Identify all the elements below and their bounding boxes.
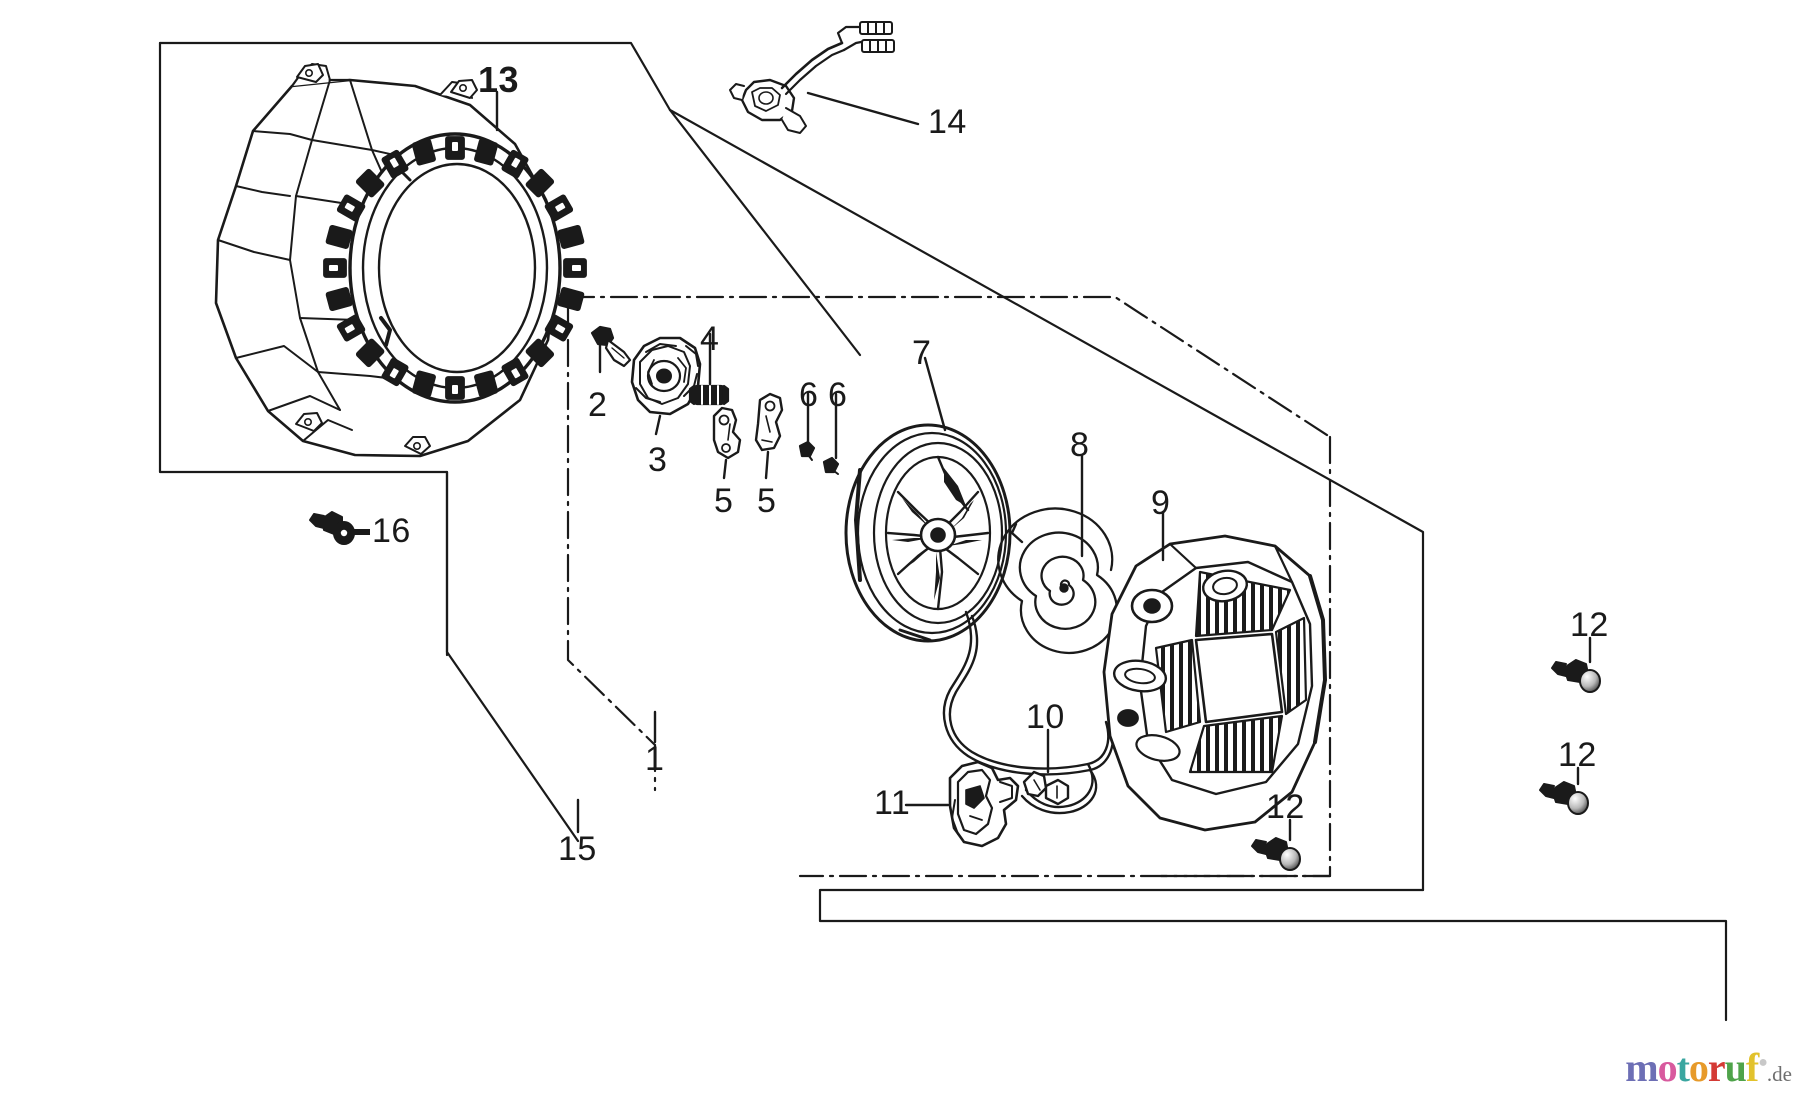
callout-16: 16 xyxy=(372,512,411,550)
watermark-letter-u: u xyxy=(1724,1045,1747,1090)
part-8-recoil-spring xyxy=(997,507,1119,655)
callout-12-c: 12 xyxy=(1266,788,1305,826)
callout-14: 14 xyxy=(928,103,967,141)
part-12-bolt-a xyxy=(1551,659,1601,693)
part-5-pawl-a xyxy=(712,406,742,460)
leader-3 xyxy=(654,414,662,436)
watermark-letter-o2: o xyxy=(1688,1045,1709,1090)
group-boundary-15-outer xyxy=(668,108,1728,1022)
watermark-letter-o1: o xyxy=(1657,1045,1678,1090)
callout-12-b: 12 xyxy=(1558,736,1597,774)
callout-3: 3 xyxy=(648,441,668,479)
leader-7 xyxy=(923,356,947,432)
part-5-pawl-b xyxy=(754,392,784,452)
callout-8: 8 xyxy=(1070,426,1090,464)
part-14-sensor-lead xyxy=(729,21,895,134)
watermark-letter-r: r xyxy=(1707,1045,1726,1090)
callout-15: 15 xyxy=(558,830,597,868)
part-4-bushing xyxy=(688,384,730,406)
leader-14 xyxy=(806,91,920,126)
fan-cover-ring xyxy=(323,132,587,404)
callout-5-b: 5 xyxy=(757,482,777,520)
watermark-letter-t: t xyxy=(1676,1045,1690,1090)
watermark-tld: .de xyxy=(1766,1062,1792,1086)
watermark-accent-dot: ● xyxy=(1758,1054,1768,1071)
part-11-starter-grip xyxy=(948,760,1020,848)
starter-rope xyxy=(942,610,1115,815)
callout-13: 13 xyxy=(478,59,520,100)
part-6-spring-a xyxy=(798,440,816,461)
callout-7: 7 xyxy=(912,334,932,372)
watermark-letter-m: m xyxy=(1625,1045,1658,1090)
callout-1: 1 xyxy=(645,740,665,778)
part-7-starter-reel xyxy=(844,423,1012,643)
part-6-spring-b xyxy=(822,456,840,475)
leader-5a xyxy=(722,458,728,480)
callout-9: 9 xyxy=(1151,484,1171,522)
callout-2: 2 xyxy=(588,386,608,424)
watermark-motoruf: motoruf●.de xyxy=(1625,1048,1792,1088)
callout-5-a: 5 xyxy=(714,482,734,520)
part-3-ratchet-guide xyxy=(630,336,702,416)
leader-5b xyxy=(764,450,770,480)
callout-4: 4 xyxy=(700,320,720,358)
callout-12-a: 12 xyxy=(1570,606,1609,644)
callout-10: 10 xyxy=(1026,698,1065,736)
part-13-fan-cover xyxy=(214,63,587,458)
part-10-rope-clip xyxy=(1022,770,1070,806)
part-16-screw xyxy=(309,511,370,545)
part-12-bolt-c xyxy=(1251,837,1301,871)
group-boundary-15 xyxy=(158,41,862,843)
part-12-bolt-b xyxy=(1539,781,1589,815)
part-2-pin xyxy=(590,325,632,368)
watermark-letter-f: f xyxy=(1745,1045,1759,1090)
callout-6-a: 6 xyxy=(799,376,819,414)
part-9-starter-case xyxy=(1102,534,1327,832)
callout-6-b: 6 xyxy=(828,376,848,414)
callout-11: 11 xyxy=(874,784,911,822)
